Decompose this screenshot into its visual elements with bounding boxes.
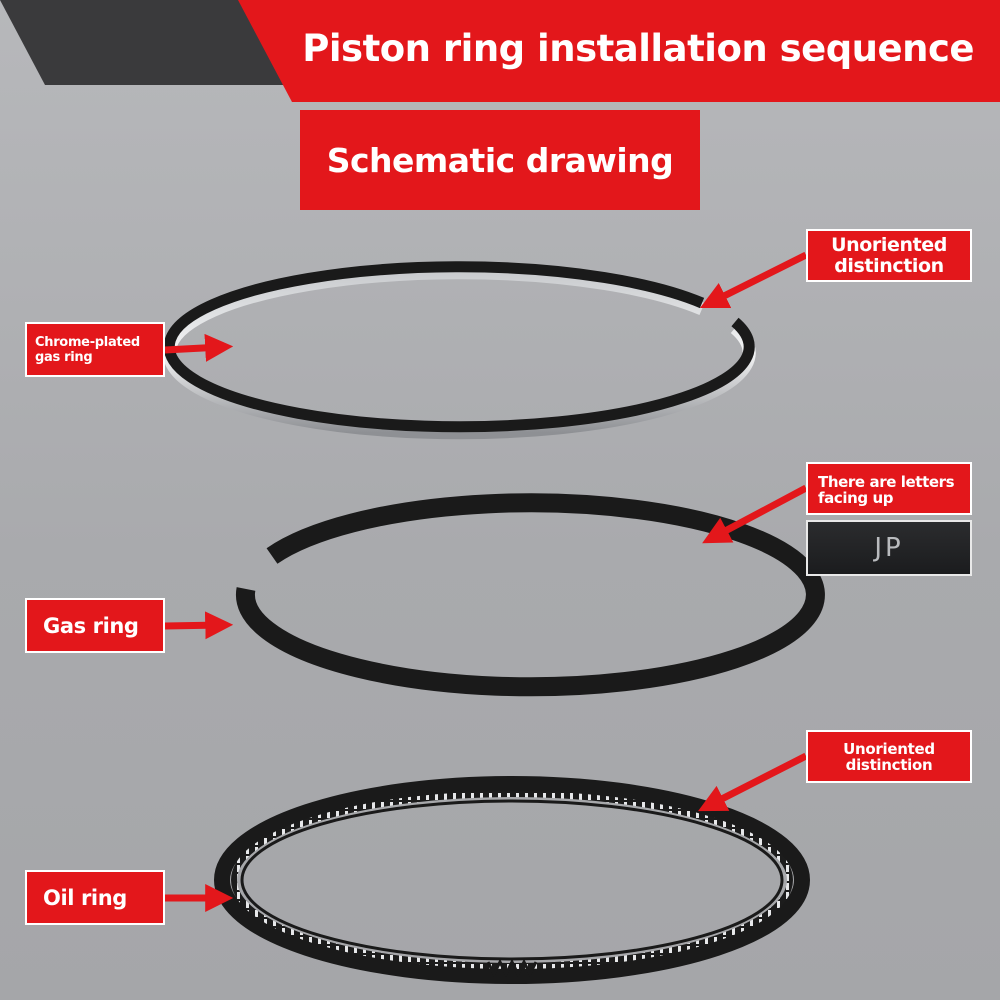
arrow-gas — [164, 611, 234, 640]
page-title: Piston ring installation sequence — [302, 27, 974, 70]
label-unoriented-bottom-line1: Unoriented — [843, 740, 935, 758]
label-gas-ring: Gas ring — [25, 598, 165, 653]
arrow-letters — [702, 484, 808, 544]
label-chrome-line2: gas ring — [35, 350, 93, 365]
label-letters-facing-up: There are letters facing up — [806, 462, 972, 515]
jp-marking-closeup: JP — [806, 520, 972, 576]
label-letters-line1: There are letters — [818, 473, 955, 491]
label-unoriented-bottom-line2: distinction — [845, 756, 933, 774]
oil-ring — [214, 776, 810, 984]
arrow-unoriented-bottom — [698, 752, 808, 812]
label-letters-line2: facing up — [818, 489, 894, 507]
gas-ring — [235, 493, 825, 697]
label-unoriented-top: Unoriented distinction — [806, 229, 972, 282]
label-oil-ring: Oil ring — [25, 870, 165, 925]
subtitle-box: Schematic drawing — [300, 110, 700, 210]
header-dark-wedge — [0, 0, 300, 85]
chrome-plated-gas-ring — [162, 261, 756, 440]
arrow-chrome — [164, 333, 234, 362]
header-red-banner — [238, 0, 1000, 102]
label-chrome-plated-gas-ring: Chrome-plated gas ring — [25, 322, 165, 377]
label-unoriented-bottom: Unoriented distinction — [806, 730, 972, 783]
label-unoriented-top-line1: Unoriented — [831, 234, 947, 256]
label-unoriented-top-line2: distinction — [834, 255, 944, 277]
arrow-unoriented-top — [699, 251, 808, 309]
label-chrome-line1: Chrome-plated — [35, 335, 140, 350]
